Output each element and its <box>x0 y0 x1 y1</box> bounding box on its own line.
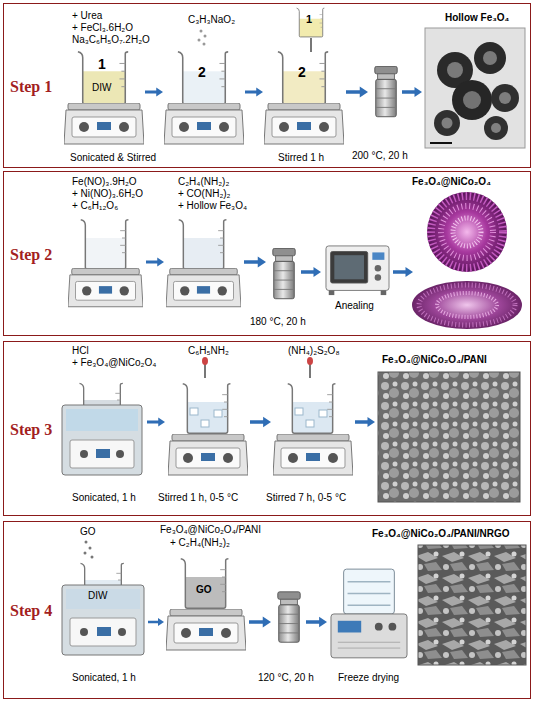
step4-illustration <box>62 541 526 666</box>
flow-arrow <box>249 617 271 628</box>
text-label: Stirred 1 h <box>278 152 324 164</box>
autoclave <box>375 66 397 116</box>
hotplate <box>273 434 353 475</box>
flow-arrow <box>301 267 321 277</box>
flow-arrow <box>145 88 163 97</box>
text-label: + FeCl₃.6H₂O <box>72 22 133 34</box>
text-label: + Hollow Fe₃O₄ <box>178 200 247 212</box>
text-label: 200 °C, 20 h <box>352 150 408 162</box>
flower-particle <box>427 192 507 272</box>
hotplate <box>68 268 143 306</box>
beaker <box>78 52 128 104</box>
product-label: Hollow Fe₃O₄ <box>445 12 509 24</box>
hotplate <box>164 103 244 144</box>
beaker <box>179 220 227 269</box>
text-label: Anealing <box>335 300 374 312</box>
hotplate <box>166 268 241 306</box>
dropper-bulb <box>202 357 208 365</box>
beaker <box>278 52 328 104</box>
flow-arrow <box>147 418 165 427</box>
text-label: GO <box>80 526 96 538</box>
hotplate <box>264 103 344 144</box>
furnace <box>326 246 389 295</box>
ice <box>295 408 327 427</box>
autoclave <box>273 248 295 298</box>
product-label: 1 <box>98 56 106 73</box>
step-label: Step 3 <box>10 421 52 439</box>
flow-arrow <box>244 257 266 268</box>
text-label: Freeze drying <box>338 672 399 684</box>
pour-line <box>310 38 312 52</box>
text-label: + C₂H₄(NH₂)₂ <box>170 537 230 549</box>
text-label: + C₆H₁₂O₆ <box>72 200 118 212</box>
sem-image <box>418 545 526 665</box>
text-label: Sonicated, 1 h <box>72 492 136 504</box>
hotplate <box>64 103 144 144</box>
text-label: Fe(NO)₃.9H₂O <box>72 176 137 188</box>
text-label: Fe₃O₄@NiCo₂O₄/PANI <box>160 524 261 536</box>
step-label: Step 4 <box>10 602 52 620</box>
product-label: 2 <box>198 64 206 81</box>
product-label: Fe₃O₄@NiCo₂O₄ <box>412 176 491 188</box>
freeze-dryer <box>331 569 407 658</box>
dropper-bulb <box>307 357 313 365</box>
beaker <box>288 384 336 434</box>
text-label: + Urea <box>72 10 102 22</box>
text-label: (NH₄)₂S₂O₈ <box>288 345 340 357</box>
text-label: C₃H₃NaO₂ <box>188 14 235 26</box>
step1-illustration <box>64 8 525 148</box>
ultrasonic-bath <box>62 405 142 475</box>
flow-arrow <box>245 88 263 97</box>
flow-arrow <box>393 267 413 277</box>
falling-powder <box>198 30 207 46</box>
flower-cross-section <box>412 281 522 329</box>
text-label: 120 °C, 20 h <box>258 672 314 684</box>
step-label: Step 1 <box>10 78 52 96</box>
flow-arrow <box>402 87 422 97</box>
text-label: + CO(NH₂)₂ <box>178 188 231 200</box>
text-label: Na₃C₆H₅O₇.2H₂O <box>72 34 150 46</box>
text-label: DIW <box>92 82 111 94</box>
flow-arrow <box>346 87 368 98</box>
flow-arrow <box>355 417 375 427</box>
product-label: 2 <box>298 64 306 81</box>
sem-image <box>378 372 520 502</box>
product-label: Fe₃O₄@NiCo₂O₄/PANI <box>382 354 487 366</box>
beaker <box>178 52 228 104</box>
text-label: C₂H₄(NH₂)₂ <box>178 176 229 188</box>
hotplate <box>168 434 248 475</box>
step-label: Step 2 <box>10 246 52 264</box>
small-beaker <box>297 8 325 37</box>
text-label: C₆H₅NH₂ <box>188 345 229 357</box>
flow-arrow <box>146 258 164 267</box>
beaker <box>181 559 229 609</box>
flow-arrow <box>306 617 327 628</box>
product-label: GO <box>196 584 212 596</box>
step2-illustration <box>68 192 522 329</box>
ice <box>190 408 222 427</box>
text-label: HCl <box>72 345 89 357</box>
text-label: DIW <box>88 590 107 602</box>
hotplate <box>166 609 246 650</box>
tem-image <box>425 28 525 148</box>
beaker <box>81 220 129 269</box>
text-label: + Fe₃O₄@NiCo₂O₄ <box>72 357 156 369</box>
text-label: + Ni(NO)₃.6H₂O <box>72 188 143 200</box>
text-label: Sonicated, 1 h <box>72 672 136 684</box>
text-label: Sonicated & Stirred <box>70 152 156 164</box>
flow-arrow <box>148 618 164 626</box>
ultrasonic-bath <box>62 585 144 655</box>
product-label: 1 <box>306 13 312 26</box>
text-label: 180 °C, 20 h <box>250 316 306 328</box>
flow-arrow <box>250 417 271 428</box>
autoclave <box>278 592 300 642</box>
step3-illustration <box>62 357 520 502</box>
text-label: Stirred 7 h, 0-5 °C <box>266 492 346 504</box>
product-label: Fe₃O₄@NiCo₂O₄/PANI/NRGO <box>372 528 510 540</box>
beaker <box>183 384 231 434</box>
text-label: Stirred 1 h, 0-5 °C <box>158 492 238 504</box>
falling-powder <box>84 541 94 559</box>
